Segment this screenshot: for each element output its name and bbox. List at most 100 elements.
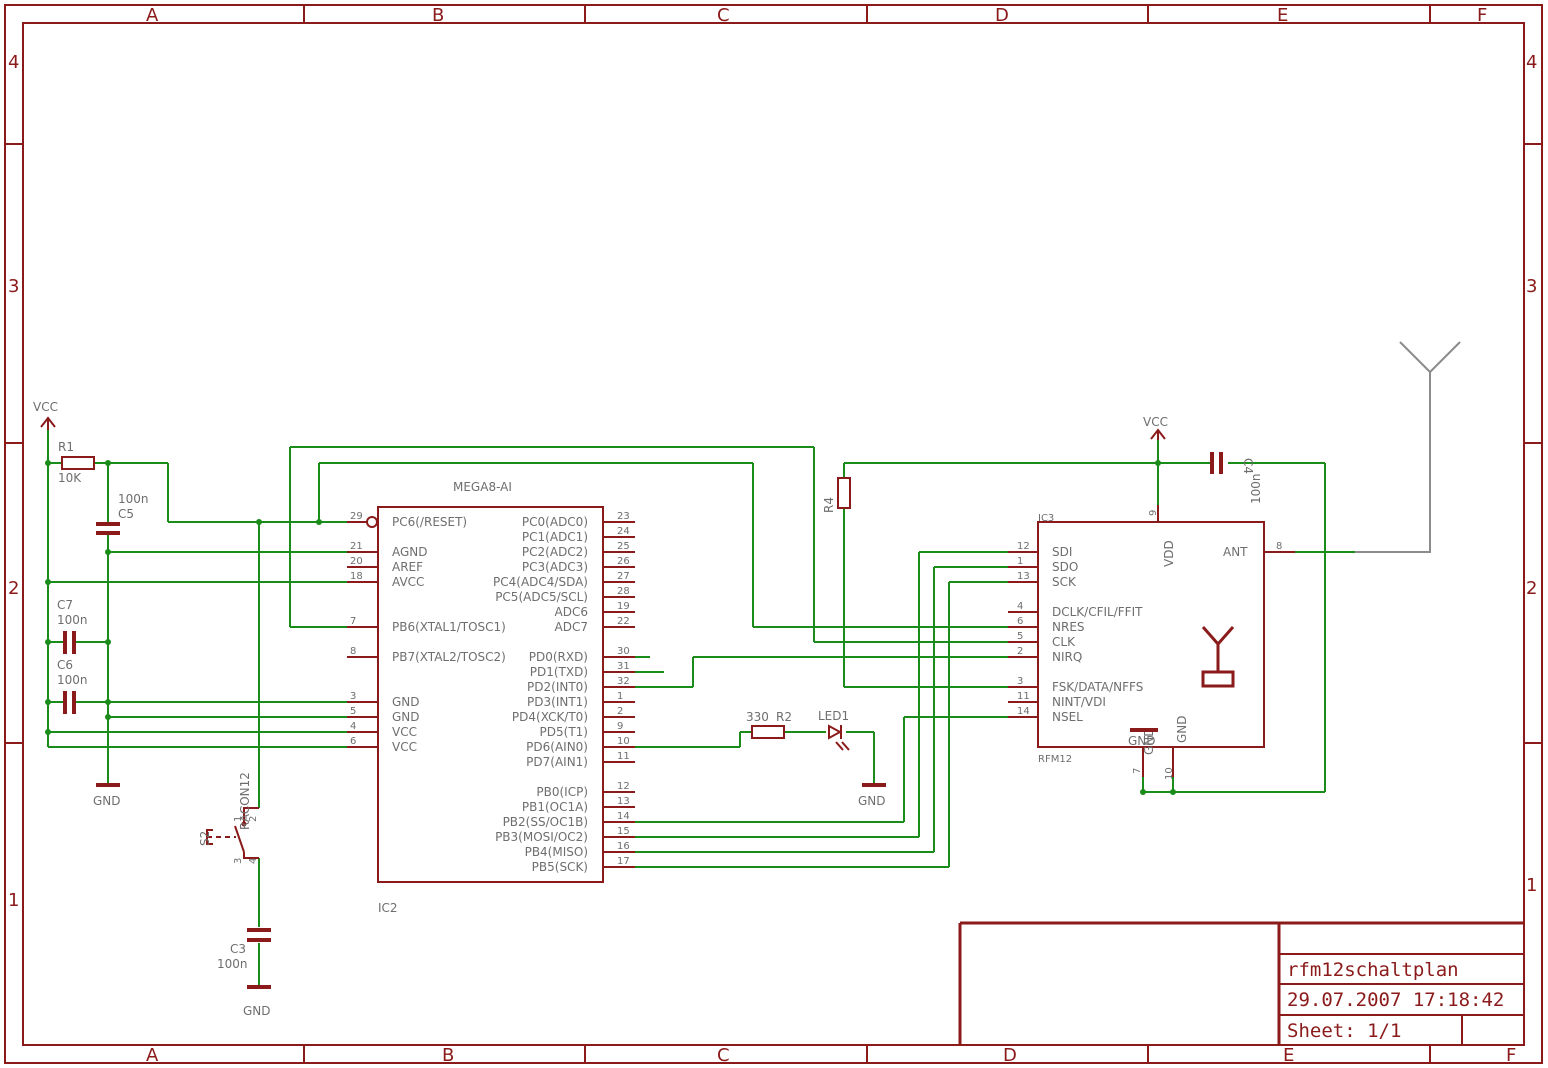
ic2-pin-name-pc5-adc5-scl: PC5(ADC5/SCL): [495, 590, 588, 604]
ic2-pin-number-10: 10: [617, 736, 630, 747]
ic3-vdd-pin-number: 9: [1148, 510, 1159, 516]
ic2-pin-number-8: 8: [350, 646, 356, 657]
ic3-ref: IC3: [1038, 513, 1054, 524]
ic3-vdd-label: VDD: [1162, 540, 1176, 567]
ic2-pin-name-pc1-adc1: PC1(ADC1): [522, 530, 588, 544]
ic2-pin-number-12: 12: [617, 781, 630, 792]
c4-value: 100n: [1249, 473, 1263, 504]
col-label-f-bottom: F: [1506, 1045, 1516, 1066]
ic2-pin-name-pd0-rxd: PD0(RXD): [529, 650, 588, 664]
gnd-led-label: GND: [858, 794, 886, 808]
vcc-left-label: VCC: [33, 400, 58, 414]
capacitor-c7: C7 100n: [57, 598, 88, 654]
s2-pin-4: 4: [248, 858, 259, 864]
col-label-d-bottom: D: [1003, 1045, 1017, 1066]
ic2-pin-name-vcc: VCC: [392, 725, 417, 739]
ic2-ref: IC2: [378, 901, 398, 915]
ic2-pin-number-22: 22: [617, 616, 630, 627]
vcc-right-symbol: VCC: [1143, 415, 1168, 440]
vcc-left-symbol: VCC: [33, 400, 58, 430]
ic2-pin-name-pb2-ss-oc1b: PB2(SS/OC1B): [503, 815, 588, 829]
ic2-pin-number-7: 7: [350, 616, 356, 627]
ic3-pin-number-13: 13: [1017, 571, 1030, 582]
ic2-pin-name-vcc: VCC: [392, 740, 417, 754]
led1-ref: LED1: [818, 709, 849, 723]
ic2-pin-number-32: 32: [617, 676, 630, 687]
vcc-right-label: VCC: [1143, 415, 1168, 429]
col-label-e-top: E: [1277, 5, 1288, 26]
c4-ref: C4: [1241, 458, 1255, 474]
ic3-gnd-pin-number-2: 10: [1164, 767, 1175, 780]
col-label-f-top: F: [1477, 5, 1487, 26]
ic3-pin-number-14: 14: [1017, 706, 1030, 717]
ic2-pin-name-pc6-reset: PC6(/RESET): [392, 515, 467, 529]
c7-ref: C7: [57, 598, 73, 612]
ic3-pin-name-fsk-data-nffs: FSK/DATA/NFFS: [1052, 680, 1143, 694]
drawing-title: rfm12schaltplan: [1287, 959, 1459, 981]
row-label-2-left: 2: [8, 578, 19, 599]
ic2-pin-name-pb5-sck: PB5(SCK): [532, 860, 588, 874]
ic3-pin-number-6: 6: [1017, 616, 1023, 627]
ic2-pin-name-pb1-oc1a: PB1(OC1A): [522, 800, 588, 814]
ic2-pin-number-25: 25: [617, 541, 630, 552]
r1-value: 10K: [58, 471, 82, 485]
c6-ref: C6: [57, 658, 73, 672]
ic2-pin-number-19: 19: [617, 601, 630, 612]
s2-type: RACON12: [238, 772, 252, 830]
ic2-pin-name-pb4-miso: PB4(MISO): [525, 845, 588, 859]
resistor-r4: R4: [822, 477, 851, 513]
ic2-pin-number-24: 24: [617, 526, 630, 537]
ic2-right-pins: 23PC0(ADC0)24PC1(ADC1)25PC2(ADC2)26PC3(A…: [493, 511, 635, 874]
ic2-pin-name-pb6-xtal1-tosc1: PB6(XTAL1/TOSC1): [392, 620, 506, 634]
s2-pin-2: 2: [248, 816, 259, 822]
gnd-c3-label: GND: [243, 1004, 271, 1018]
ic3-pin-name-sdi: SDI: [1052, 545, 1072, 559]
ic2-pin-name-pc4-adc4-sda: PC4(ADC4/SDA): [493, 575, 588, 589]
ic2-pin-number-11: 11: [617, 751, 630, 762]
ic2-pin-name-pb0-icp: PB0(ICP): [536, 785, 588, 799]
gnd-symbol-led: GND: [858, 783, 886, 808]
c5-value: 100n: [118, 492, 149, 506]
s2-pin-3: 3: [233, 858, 244, 864]
r4-ref: R4: [822, 497, 836, 513]
col-label-c-bottom: C: [717, 1045, 730, 1066]
junction-dots: [45, 460, 1176, 795]
capacitor-c5: 100n C5: [96, 492, 149, 535]
col-label-b-top: B: [432, 5, 444, 26]
ic3-pin-name-sck: SCK: [1052, 575, 1077, 589]
ic2-pin-number-17: 17: [617, 856, 630, 867]
ic2-pin-number-14: 14: [617, 811, 630, 822]
c6-value: 100n: [57, 673, 88, 687]
ic3-pin-name-nsel: NSEL: [1052, 710, 1083, 724]
row-label-4-left: 4: [8, 52, 19, 73]
c5-ref: C5: [118, 507, 134, 521]
ic2-pin-number-29: 29: [350, 511, 363, 522]
ic2-pin-number-30: 30: [617, 646, 630, 657]
ic2-pin-name-pd4-xck-t0: PD4(XCK/T0): [512, 710, 588, 724]
ic3-pin-number-3: 3: [1017, 676, 1023, 687]
ic2-pin-number-4: 4: [350, 721, 356, 732]
ic3-pin-number-12: 12: [1017, 541, 1030, 552]
led1: LED1: [818, 709, 850, 751]
ic2-pin-name-pb3-mosi-oc2: PB3(MOSI/OC2): [495, 830, 588, 844]
ic3-gnd-label-2: GND: [1175, 715, 1189, 743]
ic3-pin-name-nint-vdi: NINT/VDI: [1052, 695, 1106, 709]
c3-value: 100n: [217, 957, 248, 971]
gnd-overlap-label: GND: [1128, 734, 1156, 748]
r1-ref: R1: [58, 440, 74, 454]
ic3-pin-number-11: 11: [1017, 691, 1030, 702]
ic2-pin-number-1: 1: [617, 691, 623, 702]
ic2-pin-name-gnd: GND: [392, 710, 420, 724]
ic2-pin-name-pc3-adc3: PC3(ADC3): [522, 560, 588, 574]
ic2-pin-number-15: 15: [617, 826, 630, 837]
s2-ref: S2: [198, 831, 212, 846]
ic2-pin-name-adc7: ADC7: [555, 620, 588, 634]
ic2-pin-number-21: 21: [350, 541, 363, 552]
ic3-gnd-label-1: GND: [1142, 727, 1156, 755]
resistor-r1: R1 10K: [58, 440, 95, 485]
row-label-3-right: 3: [1526, 276, 1537, 297]
resistor-r2: 330 R2: [746, 710, 792, 739]
